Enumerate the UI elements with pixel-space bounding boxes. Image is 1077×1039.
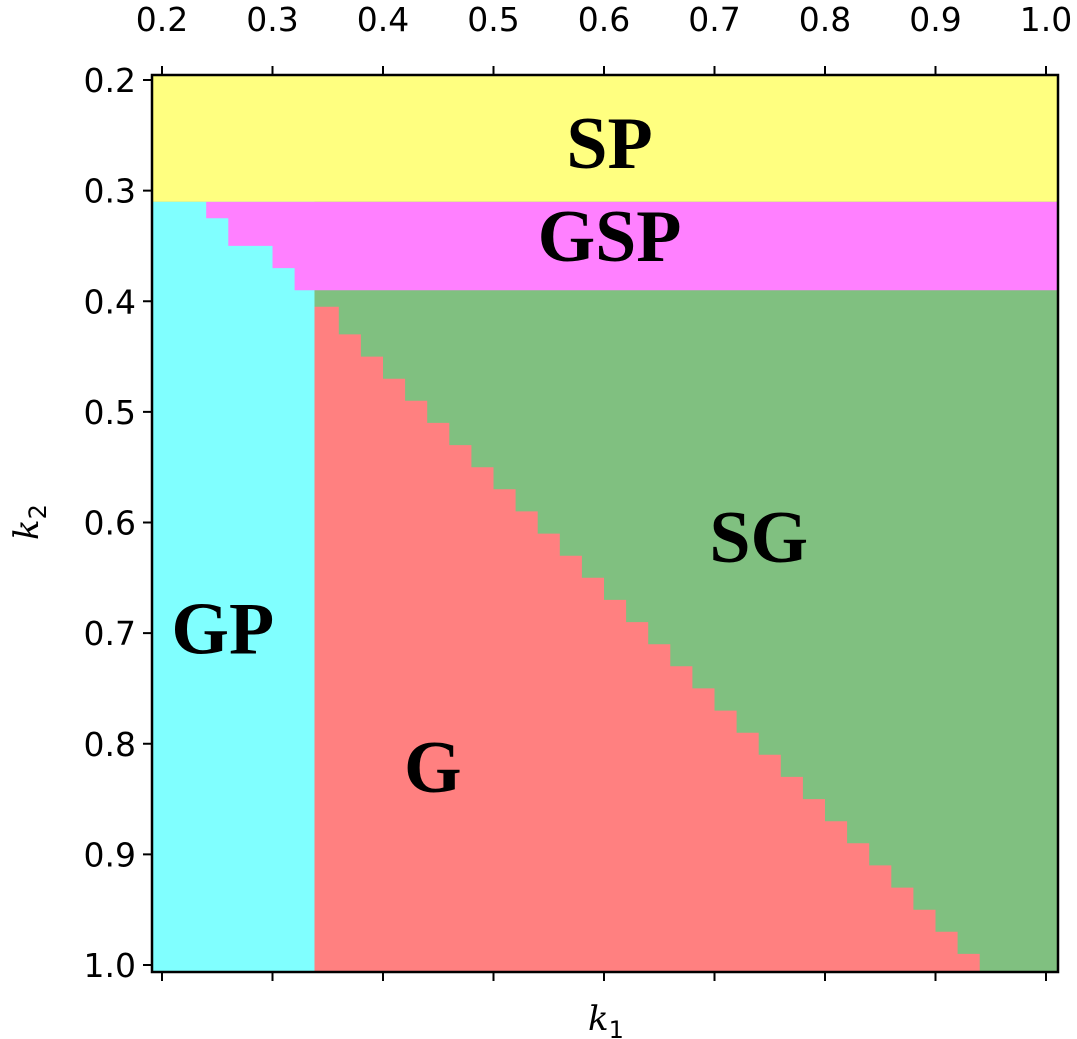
region-GSP xyxy=(206,201,1058,291)
x-tick-label: 0.3 xyxy=(246,0,298,39)
region-label-G: G xyxy=(404,727,462,809)
region-GP xyxy=(152,201,315,972)
x-tick-label: 0.9 xyxy=(909,0,961,39)
x-tick-label: 0.5 xyxy=(467,0,519,39)
y-tick-label: 0.7 xyxy=(84,614,136,653)
y-tick-label: 1.0 xyxy=(84,946,136,985)
y-tick-label: 0.3 xyxy=(84,172,136,211)
y-axis-label: k2 xyxy=(7,504,52,540)
x-tick-label: 0.7 xyxy=(688,0,740,39)
x-axis-label: k1 xyxy=(588,999,624,1039)
y-tick-label: 0.6 xyxy=(84,504,136,543)
x-tick-label: 0.8 xyxy=(799,0,851,39)
y-tick-label: 0.4 xyxy=(84,282,136,321)
region-label-SG: SG xyxy=(709,497,808,579)
x-tick-label: 0.2 xyxy=(136,0,188,39)
x-tick-label: 0.4 xyxy=(357,0,409,39)
y-tick-label: 0.2 xyxy=(84,61,136,100)
x-tick-label: 0.6 xyxy=(578,0,630,39)
region-labels: SP GSP GP G SG xyxy=(171,103,808,809)
region-SP xyxy=(152,75,1058,202)
x-tick-label: 1.0 xyxy=(1020,0,1072,39)
region-G xyxy=(152,290,980,972)
region-label-GSP: GSP xyxy=(538,196,682,278)
y-axis-ticks: 0.2 0.3 0.4 0.5 0.6 0.7 0.8 0.9 1.0 xyxy=(84,61,152,985)
y-tick-label: 0.5 xyxy=(84,393,136,432)
y-tick-label: 0.9 xyxy=(84,835,136,874)
region-label-SP: SP xyxy=(566,103,652,185)
phase-regions xyxy=(152,75,1058,972)
region-label-GP: GP xyxy=(171,589,274,671)
y-tick-label: 0.8 xyxy=(84,725,136,764)
x-axis-ticks: 0.2 0.3 0.4 0.5 0.6 0.7 0.8 0.9 1.0 xyxy=(136,0,1072,981)
